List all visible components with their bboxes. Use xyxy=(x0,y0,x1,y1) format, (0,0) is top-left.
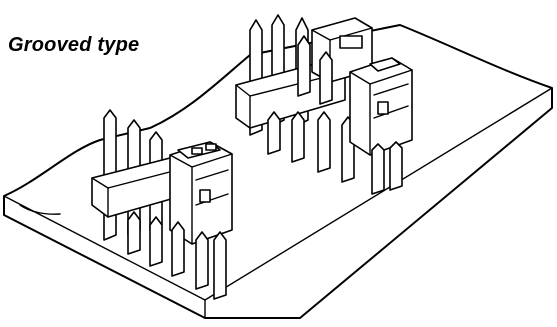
pcb-board xyxy=(3,24,553,319)
figure-label: Grooved type xyxy=(8,34,140,56)
front-header-left xyxy=(91,109,233,300)
rear-header-right xyxy=(235,14,413,195)
